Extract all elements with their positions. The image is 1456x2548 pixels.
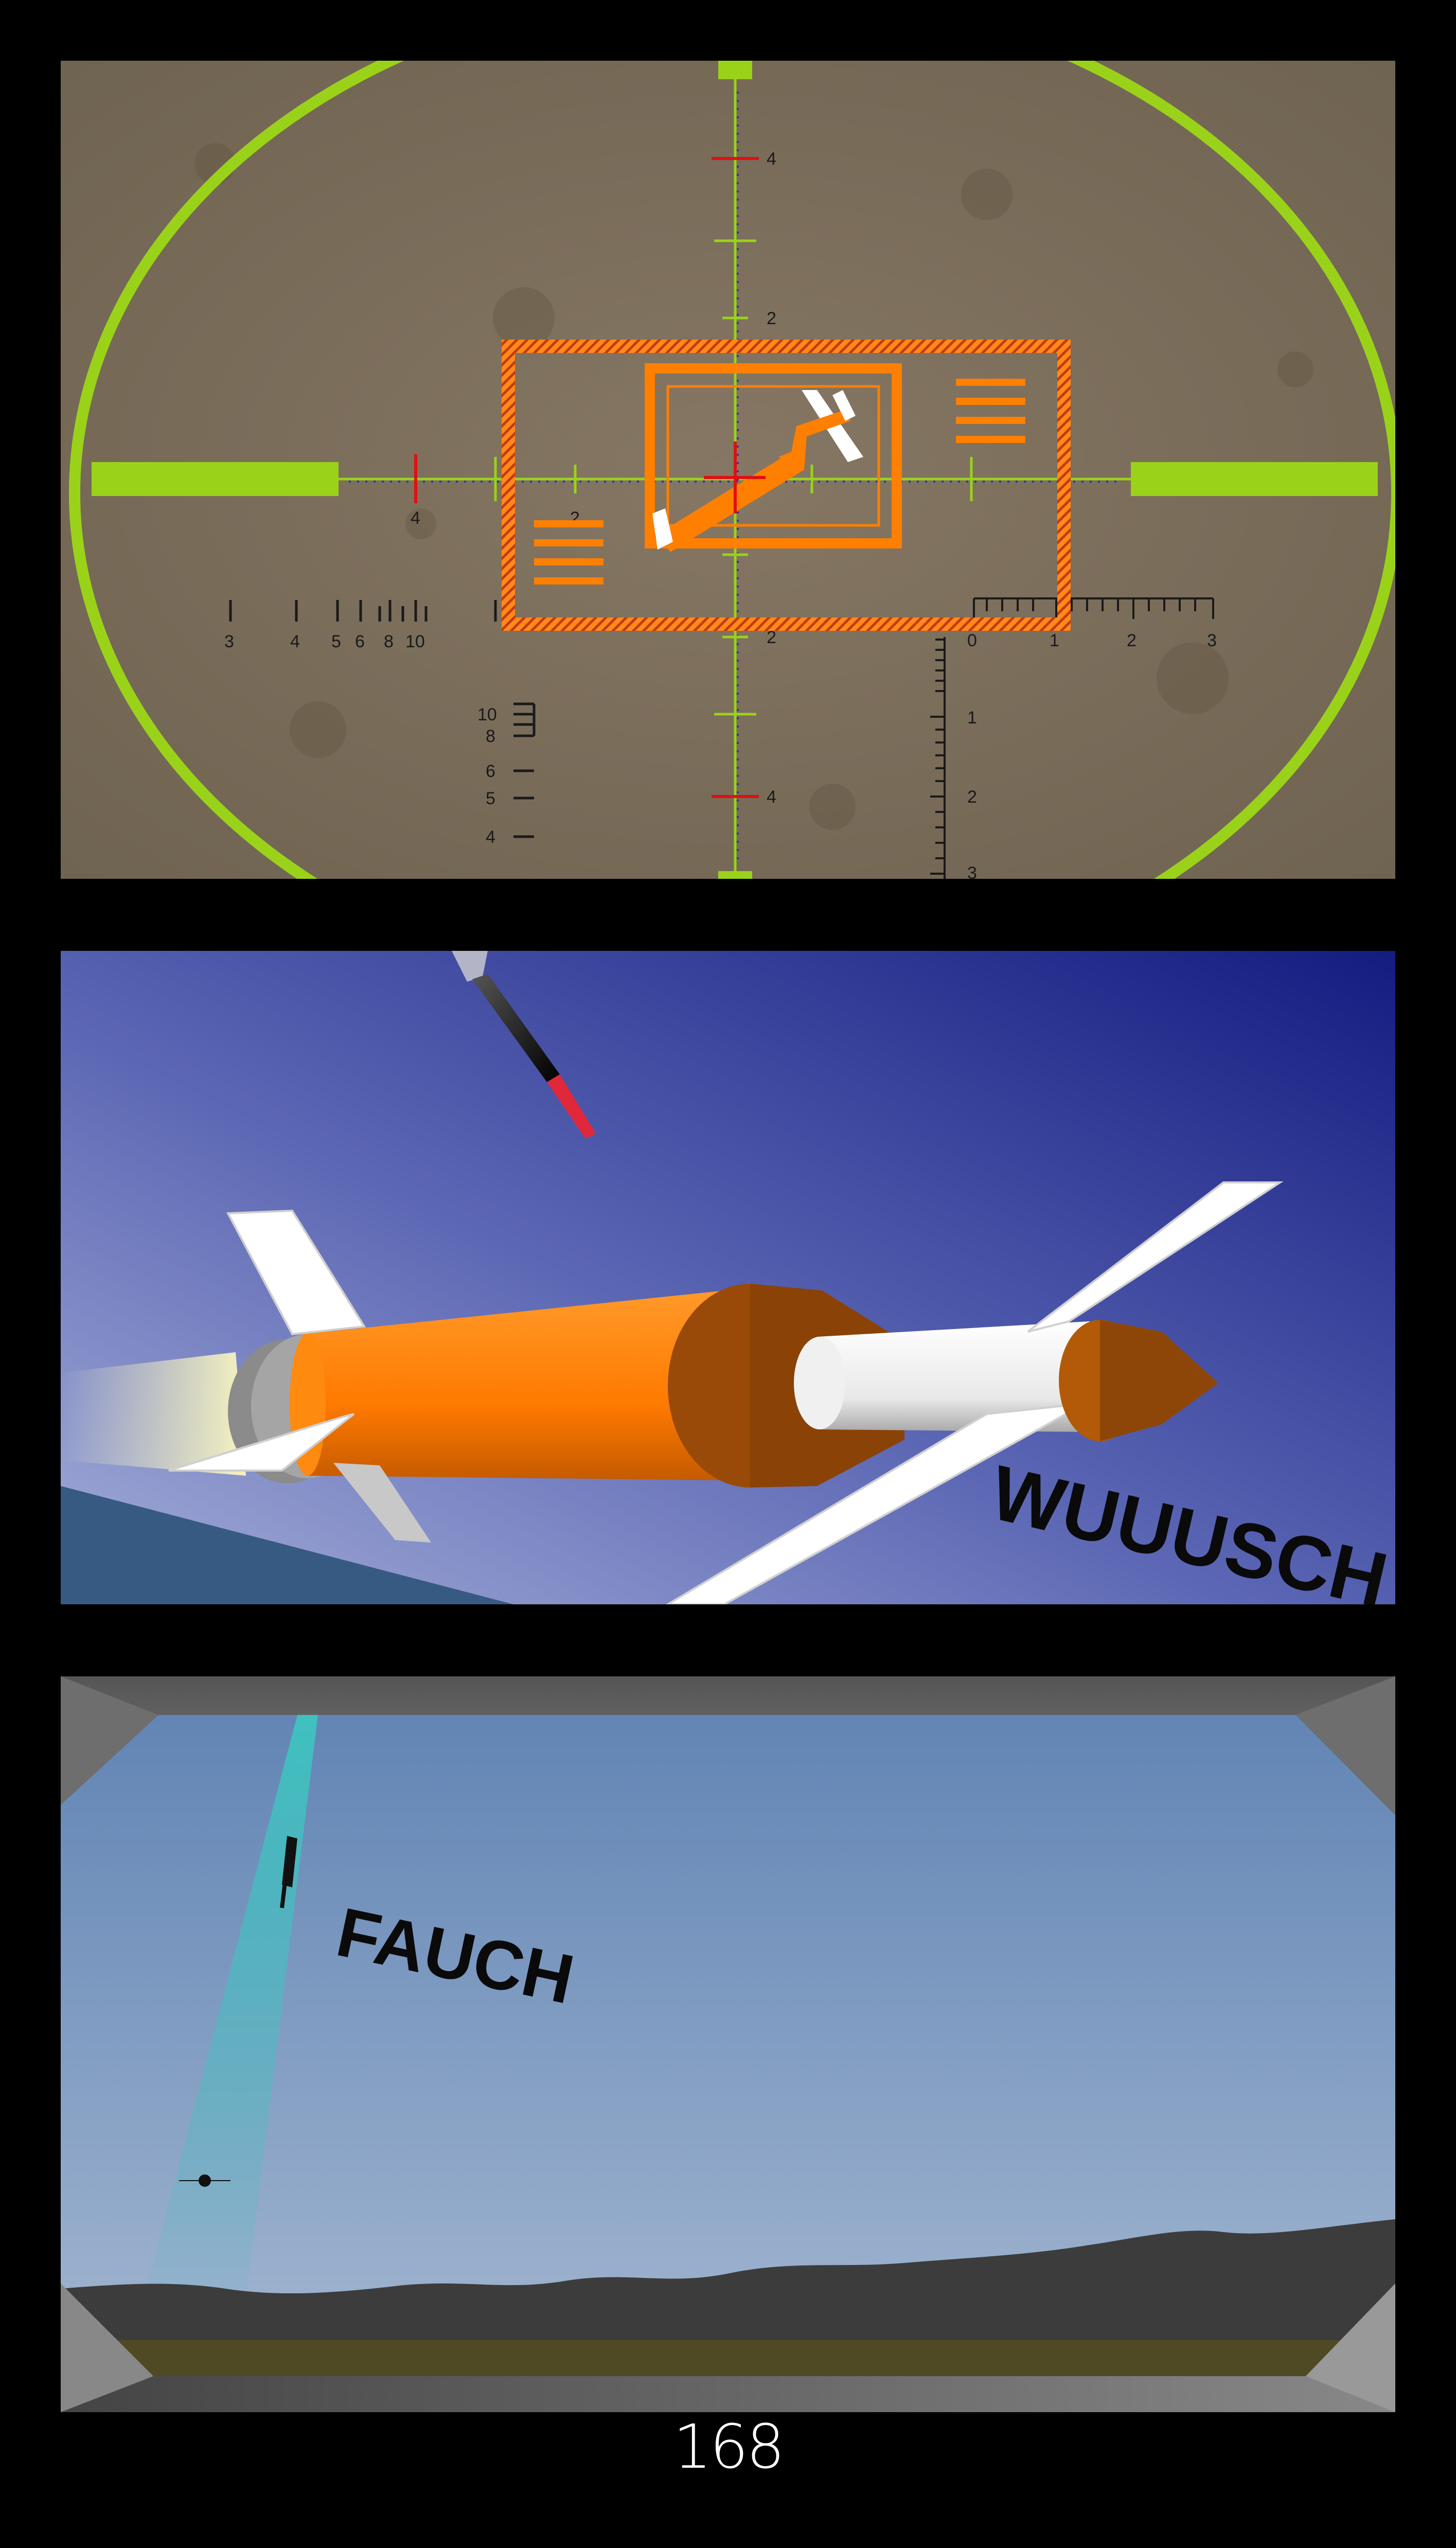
range-left-6: 6 <box>355 632 365 651</box>
range-right-0: 0 <box>967 631 977 650</box>
stadia-right-3: 3 <box>967 863 977 879</box>
canopy-frame-top <box>61 1676 1395 1805</box>
vert-label-down-4: 4 <box>767 787 776 807</box>
vert-label-up-4: 4 <box>767 149 776 169</box>
left-range-scale <box>229 600 497 622</box>
stadia-left-6: 6 <box>486 762 495 781</box>
cockpit-sky-drawing: FAUCH <box>61 1676 1395 2412</box>
red-crosshair <box>704 441 766 514</box>
dotted-guides <box>349 92 1121 863</box>
missile-panel: WUUUSCH <box>61 951 1395 1604</box>
scope-view-drawing: 4 2 2 4 4 2 3 4 5 6 8 10 <box>61 61 1395 879</box>
inner-lock-box <box>666 385 880 527</box>
vert-label-down-2: 2 <box>767 628 776 647</box>
horiz-label-4: 4 <box>411 508 420 528</box>
right-range-scale <box>973 597 1214 619</box>
horizontal-ticks <box>494 457 973 501</box>
top-post <box>718 61 752 79</box>
range-left-5: 5 <box>331 632 341 651</box>
canard-fin-bottom <box>666 1403 1085 1604</box>
range-right-3: 3 <box>1207 631 1217 650</box>
canopy-frame-bottom <box>61 2284 1395 2412</box>
range-left-3: 3 <box>224 632 234 651</box>
stadia-right-1: 1 <box>967 708 977 728</box>
bottom-post <box>718 871 752 879</box>
tail-fin-bottom <box>333 1463 431 1543</box>
scope-ring <box>69 61 1395 879</box>
right-stadia <box>930 637 946 879</box>
target-aircraft <box>652 390 863 552</box>
stadia-left-4: 4 <box>486 827 495 847</box>
missile-flight-drawing: WUUUSCH <box>61 951 1395 1604</box>
seeker-section <box>817 1321 1090 1432</box>
dirt-speckles <box>194 143 1313 830</box>
tail-fin-top <box>226 1209 366 1336</box>
page-number: 168 <box>673 2411 785 2482</box>
nose-cone <box>1100 1320 1218 1441</box>
ground-edge <box>61 1486 513 1604</box>
stadia-left-5: 5 <box>486 789 495 808</box>
stadia-right-2: 2 <box>967 787 977 807</box>
range-right-1: 1 <box>1050 631 1059 650</box>
target-data-bars-left <box>534 520 603 585</box>
tail-fin-left <box>168 1413 355 1472</box>
searchlight-beam <box>133 1715 318 2340</box>
left-post <box>92 462 339 496</box>
target-data-bars-right <box>956 379 1025 443</box>
exhaust-plume <box>61 1352 246 1476</box>
range-right-2: 2 <box>1127 631 1137 650</box>
missile-body <box>303 1288 781 1481</box>
right-post <box>1131 462 1378 496</box>
red-range-ticks <box>414 157 759 798</box>
range-left-8: 8 <box>384 632 394 651</box>
canard-fin-top <box>1027 1181 1284 1333</box>
scope-panel: 4 2 2 4 4 2 3 4 5 6 8 10 <box>61 61 1395 879</box>
target-tracking-box <box>502 340 1071 631</box>
left-stadia <box>513 702 536 838</box>
lock-box <box>645 363 902 548</box>
range-left-4: 4 <box>290 632 300 651</box>
vert-label-up-2: 2 <box>767 309 776 328</box>
distant-target <box>179 2174 230 2187</box>
cockpit-panel: FAUCH <box>61 1676 1395 2412</box>
vertical-ticks <box>714 239 756 716</box>
distant-missile <box>452 951 596 1139</box>
missile-silhouette <box>280 1836 297 1908</box>
stadia-left-10: 10 <box>477 705 497 724</box>
stadia-left-8: 8 <box>486 727 495 746</box>
range-left-10: 10 <box>405 632 425 651</box>
